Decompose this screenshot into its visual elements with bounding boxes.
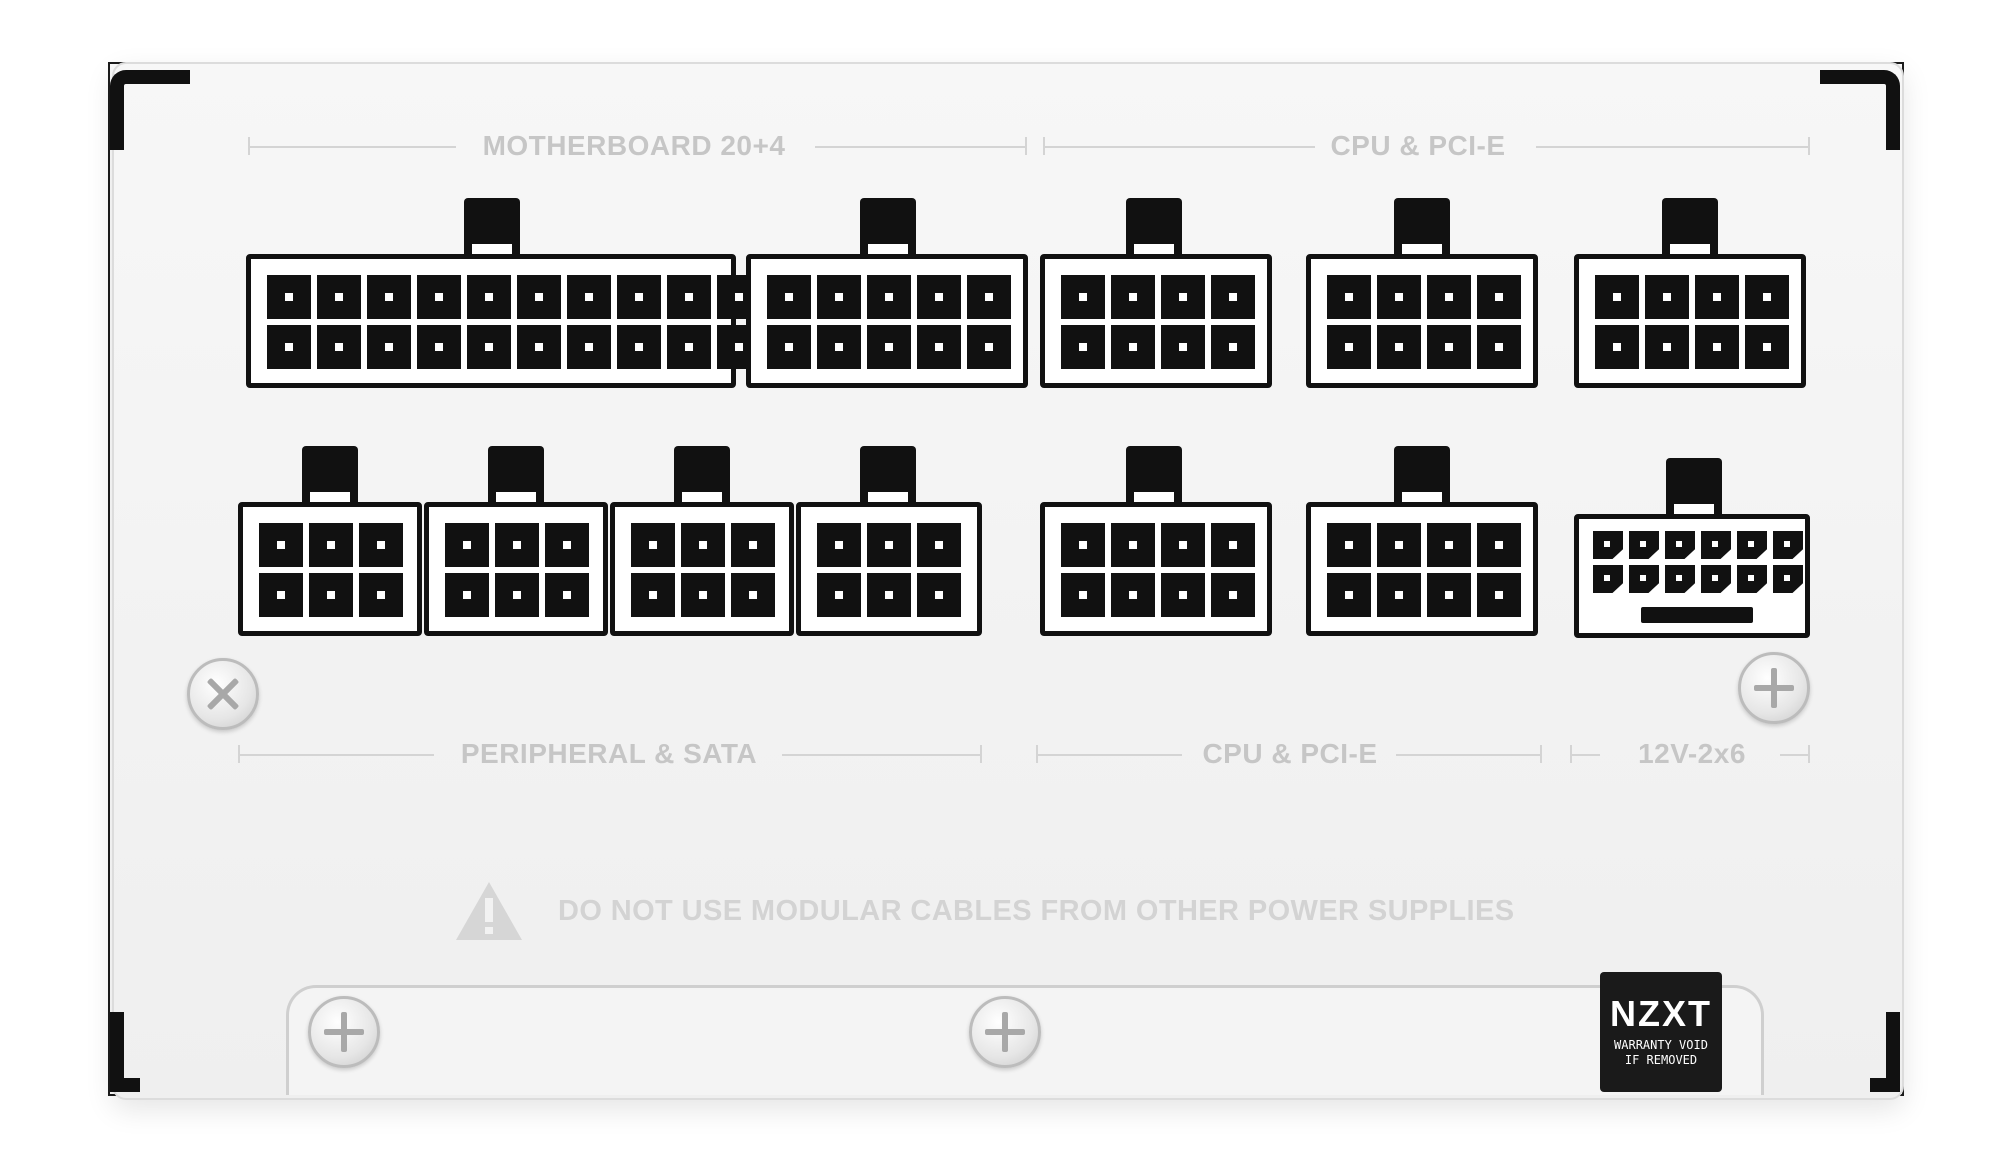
12v-2x6-label: 12V-2x6 — [1638, 738, 1746, 769]
bottom-screw-left — [308, 996, 380, 1068]
connector-latch — [1394, 446, 1450, 506]
label-cap — [1808, 137, 1810, 155]
label-line — [1780, 754, 1810, 756]
motherboard-label: MOTHERBOARD 20+4 — [482, 130, 786, 161]
bottom-screw-center — [969, 996, 1041, 1068]
label-line — [1570, 754, 1600, 756]
label-line — [782, 754, 982, 756]
warning-notice: DO NOT USE MODULAR CABLES FROM OTHER POW… — [454, 880, 1515, 942]
corner-bracket-bottom-left — [110, 1012, 140, 1092]
corner-bracket-bottom-right — [1870, 1012, 1900, 1092]
cpu-pcie-bottom-connector-1[interactable] — [1040, 502, 1272, 636]
warning-triangle-icon — [456, 882, 522, 940]
corner-bracket-top-left — [110, 70, 190, 150]
connector-latch — [1126, 446, 1182, 506]
cpu-pcie-top-label: CPU & PCI-E — [1330, 130, 1506, 161]
label-line — [238, 754, 434, 756]
connector-latch — [464, 198, 520, 258]
cpu-pcie-top-connector-1[interactable] — [1040, 254, 1272, 388]
sticker-line-1: WARRANTY VOID — [1614, 1038, 1708, 1052]
peripheral-connector-3[interactable] — [610, 502, 794, 636]
label-line — [1036, 754, 1182, 756]
connector-latch — [1666, 458, 1722, 518]
label-line — [815, 146, 1025, 148]
warranty-sticker: NZXT WARRANTY VOID IF REMOVED — [1600, 972, 1722, 1092]
nzxt-logo: NZXT — [1610, 993, 1712, 1034]
label-cap — [1808, 745, 1810, 763]
label-cap — [980, 745, 982, 763]
sense-pins — [1641, 607, 1753, 623]
connector-latch — [1126, 198, 1182, 258]
connector-latch — [1662, 198, 1718, 258]
label-line — [1043, 146, 1315, 148]
label-line — [1536, 146, 1808, 148]
connector-latch — [860, 198, 916, 258]
peripheral-connector-4[interactable] — [796, 502, 982, 636]
panel-screw-left — [187, 658, 259, 730]
mb-10pin-connector[interactable] — [746, 254, 1028, 388]
label-cap — [1540, 745, 1542, 763]
sticker-line-2: IF REMOVED — [1624, 1053, 1698, 1067]
label-line — [1396, 754, 1542, 756]
cpu-pcie-bottom-connector-2[interactable] — [1306, 502, 1538, 636]
peripheral-sata-label: PERIPHERAL & SATA — [460, 738, 758, 769]
connector-latch — [674, 446, 730, 506]
connector-latch — [302, 446, 358, 506]
peripheral-connector-2[interactable] — [424, 502, 608, 636]
cpu-pcie-bottom-label: CPU & PCI-E — [1202, 738, 1378, 769]
cpu-pcie-top-connector-3[interactable] — [1574, 254, 1806, 388]
connector-latch — [488, 446, 544, 506]
connector-latch — [860, 446, 916, 506]
warning-text: DO NOT USE MODULAR CABLES FROM OTHER POW… — [558, 894, 1515, 927]
corner-bracket-top-right — [1820, 70, 1900, 150]
label-line — [248, 146, 456, 148]
12v-2x6-connector[interactable] — [1574, 514, 1810, 638]
panel-screw-right — [1738, 652, 1810, 724]
peripheral-connector-1[interactable] — [238, 502, 422, 636]
cpu-pcie-top-connector-2[interactable] — [1306, 254, 1538, 388]
label-cap — [1025, 137, 1027, 155]
mb-20pin-connector[interactable] — [246, 254, 761, 388]
connector-latch — [1394, 198, 1450, 258]
